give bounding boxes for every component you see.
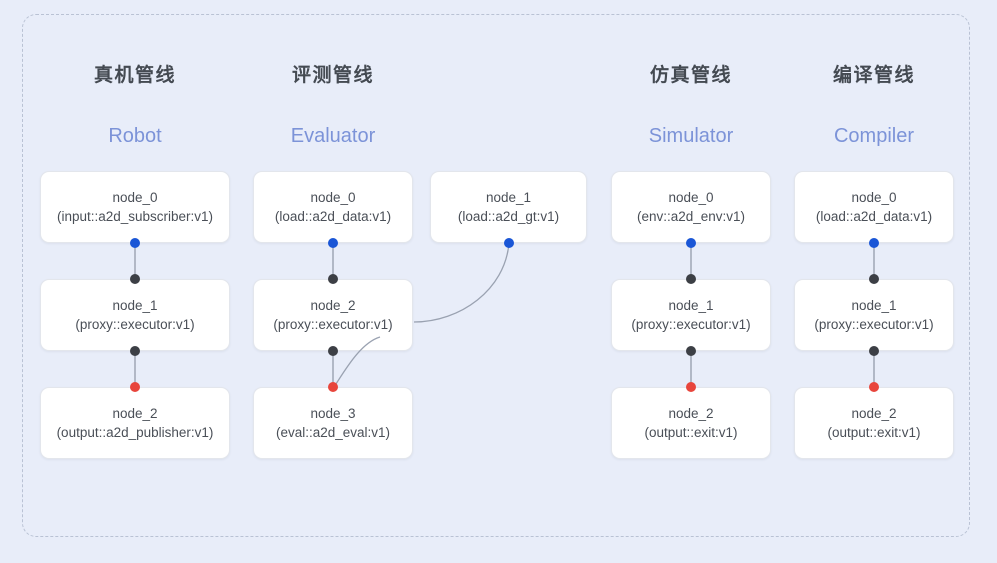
port-dot-black-evaluator-1-out [328,346,338,356]
port-dot-red-compiler-2 [869,382,879,392]
node-box-simulator-0[interactable]: node_0 (env::a2d_env:v1) [611,171,771,243]
port-dot-red-simulator-2 [686,382,696,392]
node-name: node_3 [310,406,356,421]
column-subtitle-robot: Robot [108,125,162,147]
node-name: node_1 [485,190,532,205]
column-title-evaluator: 评测管线 [291,65,374,86]
port-dot-blue-compiler-0 [869,238,879,248]
column-title-robot: 真机管线 [93,65,176,86]
node-type: (proxy::executor:v1) [75,317,195,332]
node-box-evaluator-1[interactable]: node_2 (proxy::executor:v1) [253,279,413,351]
node-box-evaluator-gt[interactable]: node_1 (load::a2d_gt:v1) [430,171,587,243]
node-name: node_0 [112,190,158,205]
node-type: (output::a2d_publisher:v1) [56,425,214,440]
node-name: node_1 [668,298,714,313]
node-name: node_1 [851,298,897,313]
port-dot-black-robot-1-in [130,274,140,284]
node-name: node_2 [668,406,714,421]
port-dot-blue-evaluator-0 [328,238,338,248]
column-subtitle-evaluator: Evaluator [290,125,376,147]
port-dot-red-evaluator-2 [328,382,338,392]
node-type: (eval::a2d_eval:v1) [275,425,391,440]
pipeline-dashed-container [22,14,970,537]
port-dot-black-simulator-1-out [686,346,696,356]
node-type: (load::a2d_gt:v1) [457,209,560,224]
node-type: (proxy::executor:v1) [273,317,393,332]
node-name: node_2 [112,406,158,421]
node-box-compiler-0[interactable]: node_0 (load::a2d_data:v1) [794,171,954,243]
node-box-simulator-2[interactable]: node_2 (output::exit:v1) [611,387,771,459]
node-type: (load::a2d_data:v1) [274,209,392,224]
node-type: (proxy::executor:v1) [631,317,751,332]
node-name: node_0 [851,190,897,205]
node-box-robot-1[interactable]: node_1 (proxy::executor:v1) [40,279,230,351]
node-box-robot-2[interactable]: node_2 (output::a2d_publisher:v1) [40,387,230,459]
node-type: (load::a2d_data:v1) [815,209,933,224]
column-subtitle-simulator: Simulator [648,125,734,147]
node-name: node_0 [668,190,714,205]
port-dot-blue-simulator-0 [686,238,696,248]
node-box-robot-0[interactable]: node_0 (input::a2d_subscriber:v1) [40,171,230,243]
node-box-compiler-2[interactable]: node_2 (output::exit:v1) [794,387,954,459]
column-title-simulator: 仿真管线 [649,65,732,86]
port-dot-black-compiler-1-in [869,274,879,284]
node-box-evaluator-0[interactable]: node_0 (load::a2d_data:v1) [253,171,413,243]
node-name: node_0 [310,190,356,205]
port-dot-red-robot-2 [130,382,140,392]
node-type: (proxy::executor:v1) [814,317,934,332]
node-type: (output::exit:v1) [827,425,921,440]
node-box-simulator-1[interactable]: node_1 (proxy::executor:v1) [611,279,771,351]
node-box-evaluator-2[interactable]: node_3 (eval::a2d_eval:v1) [253,387,413,459]
port-dot-blue-evaluator-gt [504,238,514,248]
node-name: node_2 [310,298,356,313]
node-name: node_1 [112,298,158,313]
node-type: (input::a2d_subscriber:v1) [56,209,214,224]
port-dot-blue-robot-0 [130,238,140,248]
port-dot-black-simulator-1-in [686,274,696,284]
column-title-compiler: 编译管线 [832,65,915,86]
port-dot-black-compiler-1-out [869,346,879,356]
node-type: (env::a2d_env:v1) [636,209,746,224]
port-dot-black-evaluator-1-in [328,274,338,284]
column-subtitle-compiler: Compiler [833,125,915,147]
port-dot-black-robot-1-out [130,346,140,356]
node-box-compiler-1[interactable]: node_1 (proxy::executor:v1) [794,279,954,351]
node-type: (output::exit:v1) [644,425,738,440]
node-name: node_2 [851,406,897,421]
